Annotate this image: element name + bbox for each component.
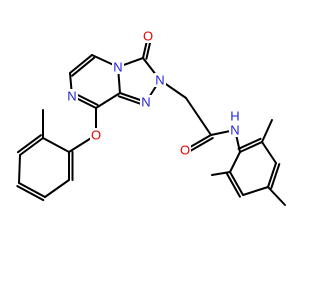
bond-ma4-ma5-second	[270, 163, 281, 190]
atom-n-amide-bg	[229, 123, 241, 137]
atom-n-triazole-1-bg	[140, 95, 152, 109]
bond-ma3-ma4	[242, 186, 269, 196]
bond-c_am-o_am-second	[185, 137, 214, 155]
atom-n-fused: N	[113, 60, 122, 75]
atom-h-amide: H	[230, 109, 239, 124]
atom-n-pyrazine: N	[67, 89, 76, 104]
bond-ma6-ma1-second	[237, 137, 262, 150]
atom-n-triazole-2-bg	[154, 73, 166, 87]
bond-layer	[16, 35, 286, 206]
bond-c8-c8a	[95, 92, 121, 109]
bond-ma6-me_top	[261, 119, 273, 143]
atom-n-amide: N	[230, 123, 239, 138]
atom-n-triazole-2: N	[155, 73, 164, 88]
atom-o-ether: O	[91, 128, 101, 143]
atom-n-triazole-1: N	[141, 95, 150, 110]
bond-ma2-ma3	[229, 171, 244, 196]
atom-h-amide-bg	[229, 109, 241, 123]
bond-ar5-ar6	[44, 179, 70, 198]
bond-ma5-ma6	[261, 141, 277, 164]
atom-o-ether-bg	[90, 128, 102, 142]
bond-ma2-me_bot	[211, 171, 231, 176]
bond-ch2-c_am	[185, 97, 212, 136]
bond-ar4-ar5	[18, 182, 46, 198]
bond-ar4-ar5-second	[16, 185, 45, 202]
bond-ma6-ma1	[239, 141, 263, 153]
bond-ma2-ma3-second	[225, 172, 241, 198]
bond-c5-c6	[69, 54, 93, 74]
bond-ar2-ar3	[19, 137, 44, 156]
atom-o-amide-bg	[179, 143, 191, 157]
atom-o-amide: O	[180, 143, 190, 158]
bond-ma1-ma2	[229, 151, 241, 173]
bond-c5-c6-second	[71, 56, 96, 77]
bond-ma4-ma5	[267, 162, 277, 188]
bond-ar1-ar2	[42, 137, 70, 153]
bond-ar2-ar3-second	[16, 134, 42, 154]
bond-ar3-ar4	[18, 154, 21, 184]
atom-o-carbonyl-bg	[142, 29, 154, 43]
atom-n-fused-bg	[112, 60, 124, 74]
atom-o-carbonyl: O	[143, 29, 153, 44]
atom-n-pyrazine-bg	[66, 89, 78, 103]
bond-ma4-me_para	[267, 186, 286, 206]
